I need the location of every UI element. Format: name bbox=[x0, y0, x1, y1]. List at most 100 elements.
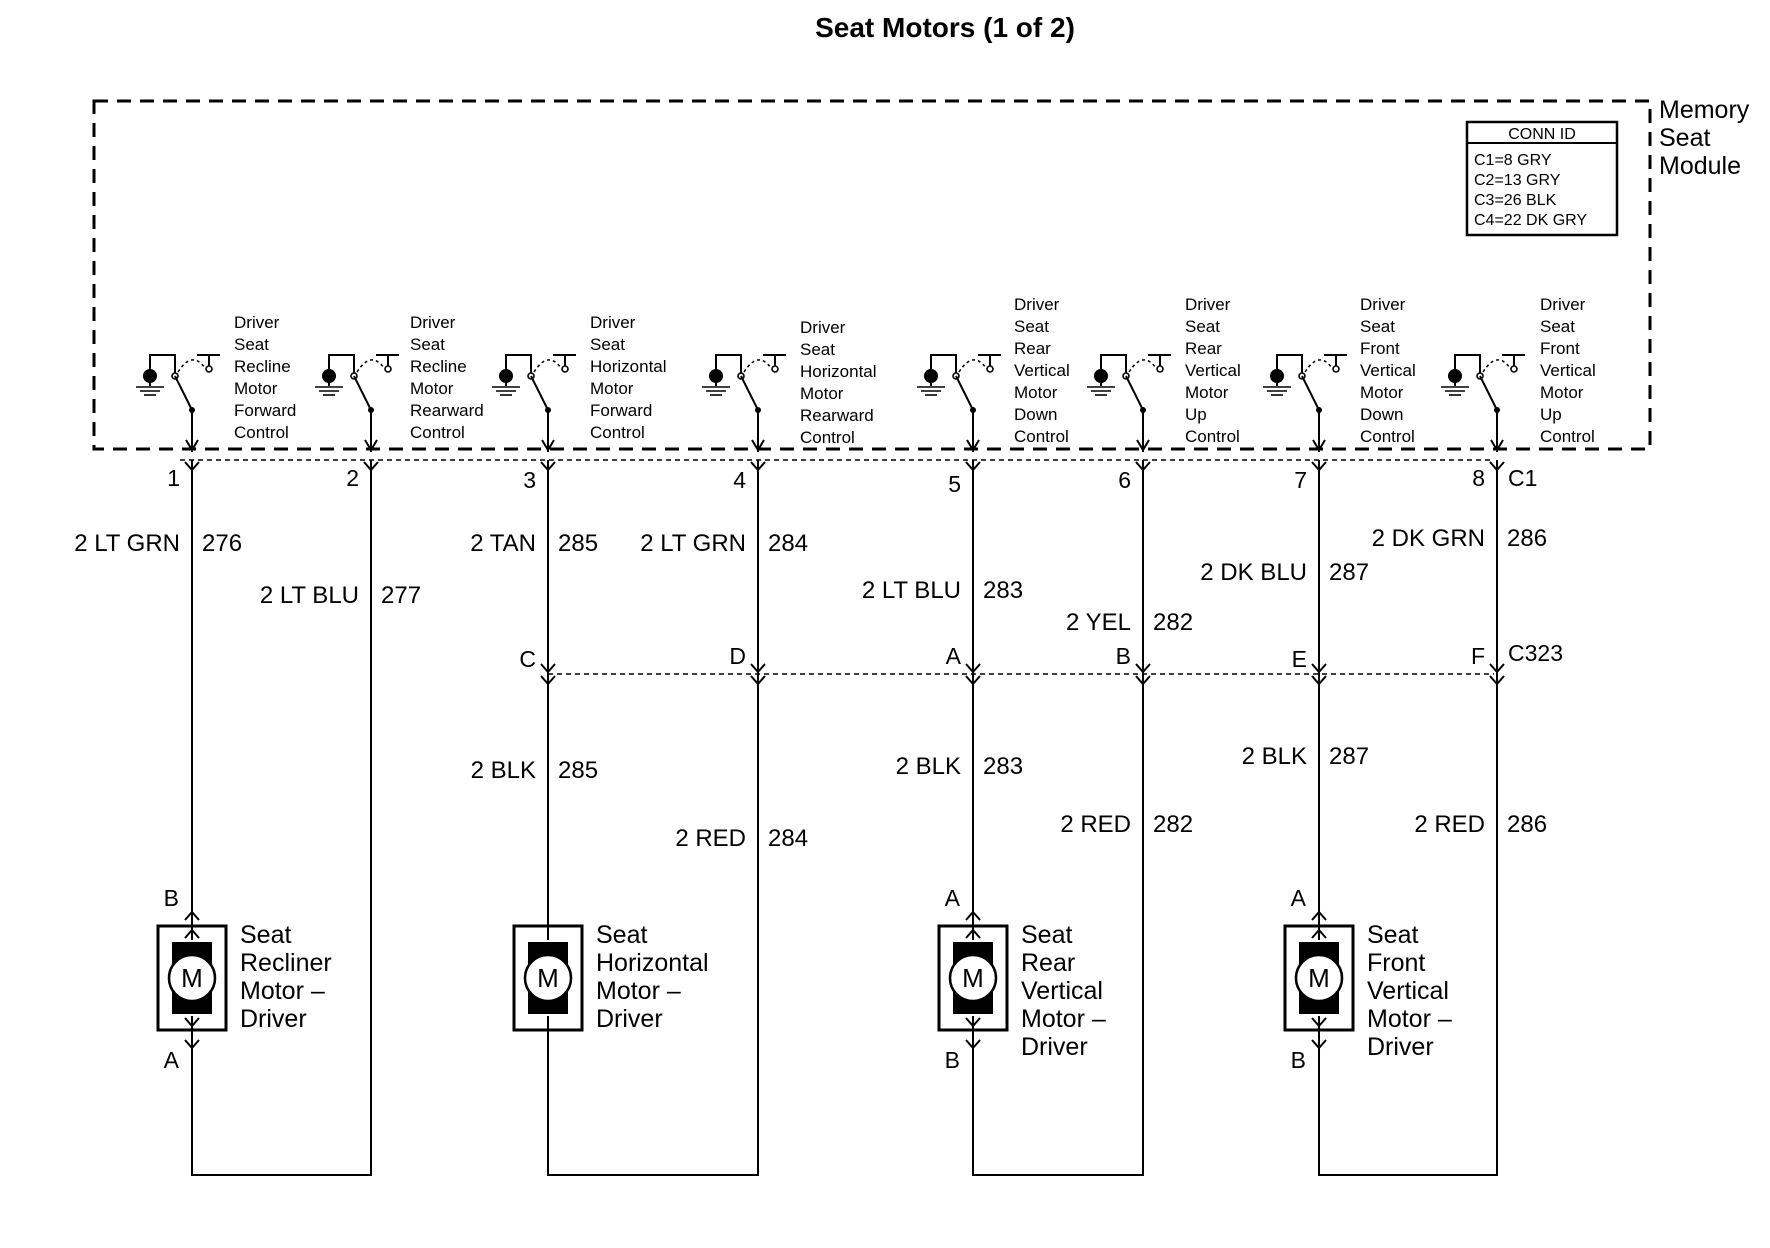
upper-wire-circuit: 276 bbox=[202, 530, 242, 557]
connector-pin-mark bbox=[965, 910, 981, 921]
switch-label-line: Driver bbox=[1540, 295, 1586, 314]
lower-wire-color: 2 RED bbox=[1414, 811, 1485, 838]
upper-wire-circuit: 283 bbox=[983, 577, 1023, 604]
motor-label-line: Rear bbox=[1021, 949, 1075, 977]
switch-blade bbox=[740, 375, 759, 411]
upper-wire-color: 2 YEL bbox=[1066, 609, 1131, 636]
motor-label-line: Vertical bbox=[1021, 977, 1103, 1005]
lower-wire-circuit: 284 bbox=[768, 825, 808, 852]
upper-wire-color: 2 LT GRN bbox=[74, 530, 180, 557]
switch-label-line: Down bbox=[1360, 405, 1403, 424]
motor-label-line: Seat bbox=[240, 921, 291, 949]
arrow-icon bbox=[1312, 439, 1326, 452]
motor-label-line: Driver bbox=[240, 1005, 307, 1033]
upper-wire-color: 2 LT BLU bbox=[862, 577, 961, 604]
motor-pin-bottom: B bbox=[1291, 1047, 1306, 1073]
switch-label-line: Control bbox=[800, 428, 855, 447]
arrow-icon bbox=[751, 439, 765, 452]
connector-c323-pin: F bbox=[1471, 643, 1485, 669]
switch-blade bbox=[174, 375, 193, 411]
motor-pin-top: B bbox=[164, 885, 179, 911]
motor-pin-top: A bbox=[1291, 885, 1307, 911]
switch-contact bbox=[986, 365, 994, 373]
module-label-line-1: Memory bbox=[1659, 96, 1750, 124]
switch-label-line: Driver bbox=[234, 313, 280, 332]
upper-wire-color: 2 TAN bbox=[470, 530, 536, 557]
switch-label-line: Seat bbox=[410, 335, 445, 354]
switch-bracket bbox=[1276, 354, 1303, 374]
switch-blade bbox=[955, 375, 974, 411]
upper-wire-circuit: 282 bbox=[1153, 609, 1193, 636]
motor-icon bbox=[948, 953, 998, 1003]
upper-wire-color: 2 LT BLU bbox=[260, 582, 359, 609]
arrow-icon bbox=[965, 1017, 981, 1028]
connector-pin-mark bbox=[1311, 910, 1327, 921]
arrow-icon bbox=[185, 439, 199, 452]
connector-c323-pin: B bbox=[1116, 643, 1131, 669]
switch-label-line: Rear bbox=[1014, 339, 1051, 358]
motor-symbol: M bbox=[181, 963, 203, 993]
conn-id-row: C3=26 BLK bbox=[1474, 192, 1557, 209]
motor-label-line: Seat bbox=[596, 921, 647, 949]
module-label-line-3: Module bbox=[1659, 152, 1741, 180]
wire-line bbox=[191, 460, 372, 1176]
connector-c1-name: C1 bbox=[1508, 465, 1537, 491]
switch-bracket bbox=[505, 354, 532, 374]
connector-c1-pin: 8 bbox=[1472, 465, 1485, 491]
arrow-icon bbox=[1311, 928, 1327, 939]
switch-actuator bbox=[958, 359, 987, 373]
switch-blade bbox=[1301, 375, 1320, 411]
switch-blade bbox=[530, 375, 549, 411]
arrow-icon bbox=[1136, 439, 1150, 452]
switch-label-line: Control bbox=[1014, 427, 1069, 446]
switch-label-line: Seat bbox=[1360, 317, 1395, 336]
switch-bracket bbox=[715, 354, 742, 374]
lower-wire-circuit: 286 bbox=[1507, 811, 1547, 838]
wire-line bbox=[547, 460, 759, 1176]
switch-label-line: Rear bbox=[1185, 339, 1222, 358]
upper-wire-circuit: 287 bbox=[1329, 559, 1369, 586]
upper-wire-color: 2 LT GRN bbox=[640, 530, 746, 557]
motor-label-line: Motor – bbox=[240, 977, 325, 1005]
motor-label-line: Front bbox=[1367, 949, 1425, 977]
switch-label-line: Vertical bbox=[1540, 361, 1596, 380]
switch-label-line: Vertical bbox=[1185, 361, 1241, 380]
switch-actuator bbox=[1482, 359, 1511, 373]
switch-label-line: Seat bbox=[234, 335, 269, 354]
motor-symbol: M bbox=[537, 963, 559, 993]
connector-c1-pin: 1 bbox=[167, 465, 180, 491]
module-label-line-2: Seat bbox=[1659, 124, 1710, 152]
switch-label-line: Forward bbox=[590, 401, 652, 420]
motor-pin-bottom: B bbox=[945, 1047, 960, 1073]
switch-label-line: Motor bbox=[590, 379, 634, 398]
connector-c1-pin: 2 bbox=[346, 465, 359, 491]
switch-label-line: Rearward bbox=[800, 406, 874, 425]
switch-label-line: Horizontal bbox=[590, 357, 667, 376]
connector-c1-pin: 6 bbox=[1118, 467, 1131, 493]
arrow-icon bbox=[184, 1017, 200, 1028]
switch-label-line: Forward bbox=[234, 401, 296, 420]
switch-label-line: Front bbox=[1360, 339, 1400, 358]
switch-label-line: Horizontal bbox=[800, 362, 877, 381]
switch-contact bbox=[205, 365, 213, 373]
arrow-icon bbox=[965, 928, 981, 939]
motor-label-line: Recliner bbox=[240, 949, 332, 977]
motor-label-line: Driver bbox=[596, 1005, 663, 1033]
upper-wire-color: 2 DK BLU bbox=[1200, 559, 1307, 586]
arrow-icon bbox=[1490, 439, 1504, 452]
switch-contact bbox=[561, 365, 569, 373]
switch-label-line: Driver bbox=[590, 313, 636, 332]
switch-label-line: Control bbox=[1185, 427, 1240, 446]
switch-label-line: Seat bbox=[1185, 317, 1220, 336]
motor-label-line: Motor – bbox=[596, 977, 681, 1005]
switch-label-line: Driver bbox=[410, 313, 456, 332]
arrow-icon bbox=[184, 928, 200, 939]
switch-label-line: Motor bbox=[800, 384, 844, 403]
